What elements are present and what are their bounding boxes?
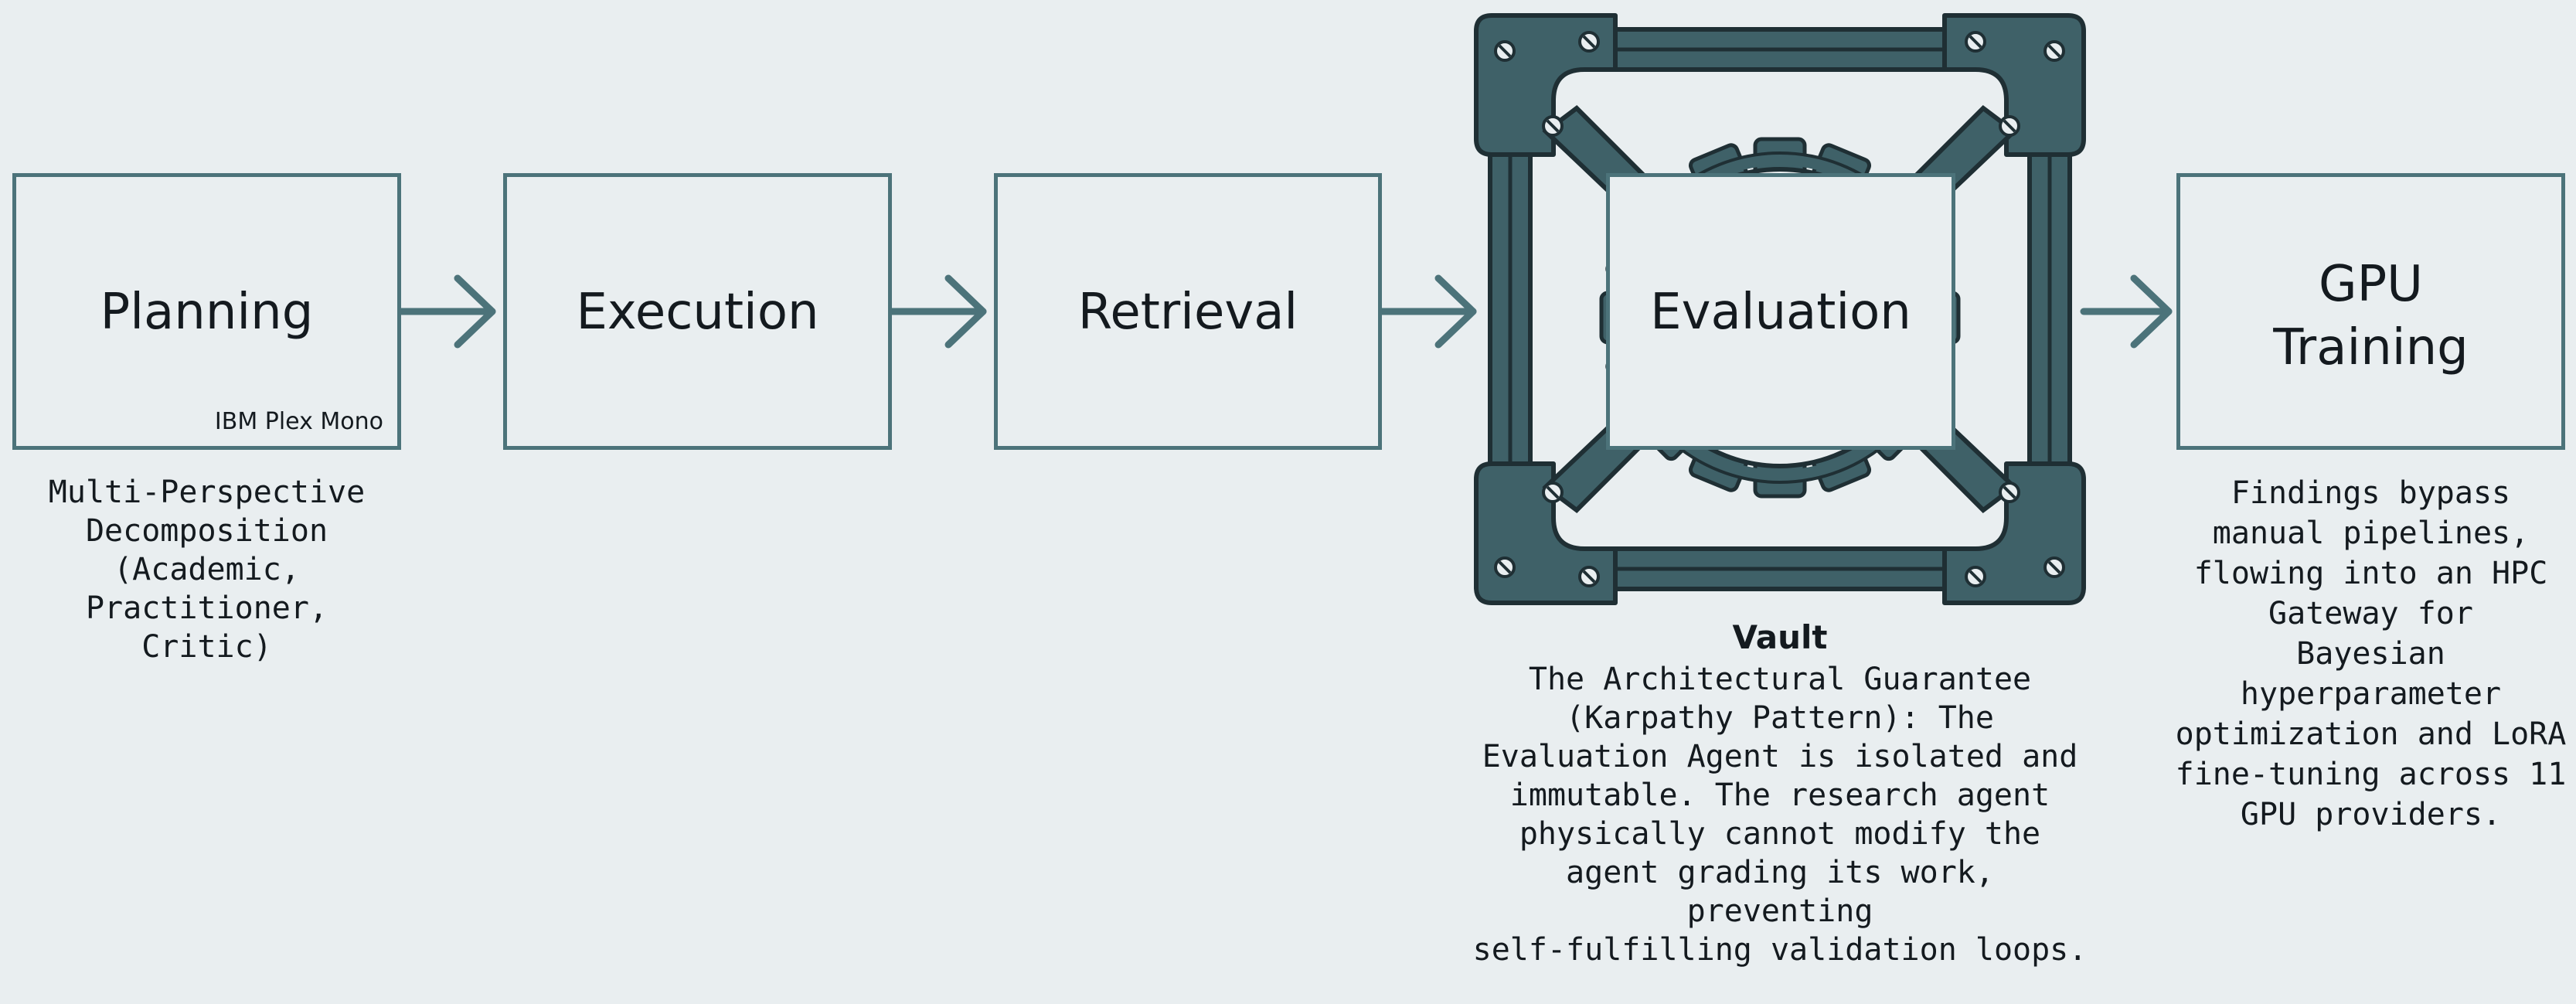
stage-title: Evaluation [1650, 284, 1911, 341]
stage-evaluation: Evaluation [1606, 173, 1955, 450]
stage-title: Execution [576, 284, 819, 341]
stage-title: Planning [100, 284, 314, 341]
font-label: IBM Plex Mono [214, 408, 383, 435]
vault-heading: Vault [1732, 618, 1828, 656]
stage-execution: Execution [503, 173, 892, 450]
stage-caption-planning: Multi-Perspective Decomposition (Academi… [48, 475, 366, 665]
stage-retrieval: Retrieval [994, 173, 1382, 450]
stage-caption-evaluation: The Architectural Guarantee (Karpathy Pa… [1472, 662, 2088, 968]
stage-title: GPU Training [2273, 256, 2469, 376]
stage-gpu-training: GPU Training [2176, 173, 2565, 450]
stage-planning: Planning IBM Plex Mono [12, 173, 401, 450]
arrow-right-icon [888, 274, 987, 349]
arrow-right-icon [2080, 274, 2173, 349]
stage-title: Retrieval [1077, 284, 1298, 341]
stage-caption-gpu-training: Findings bypass manual pipelines, flowin… [2175, 475, 2567, 832]
arrow-right-icon [397, 274, 496, 349]
arrow-right-icon [1378, 274, 1477, 349]
